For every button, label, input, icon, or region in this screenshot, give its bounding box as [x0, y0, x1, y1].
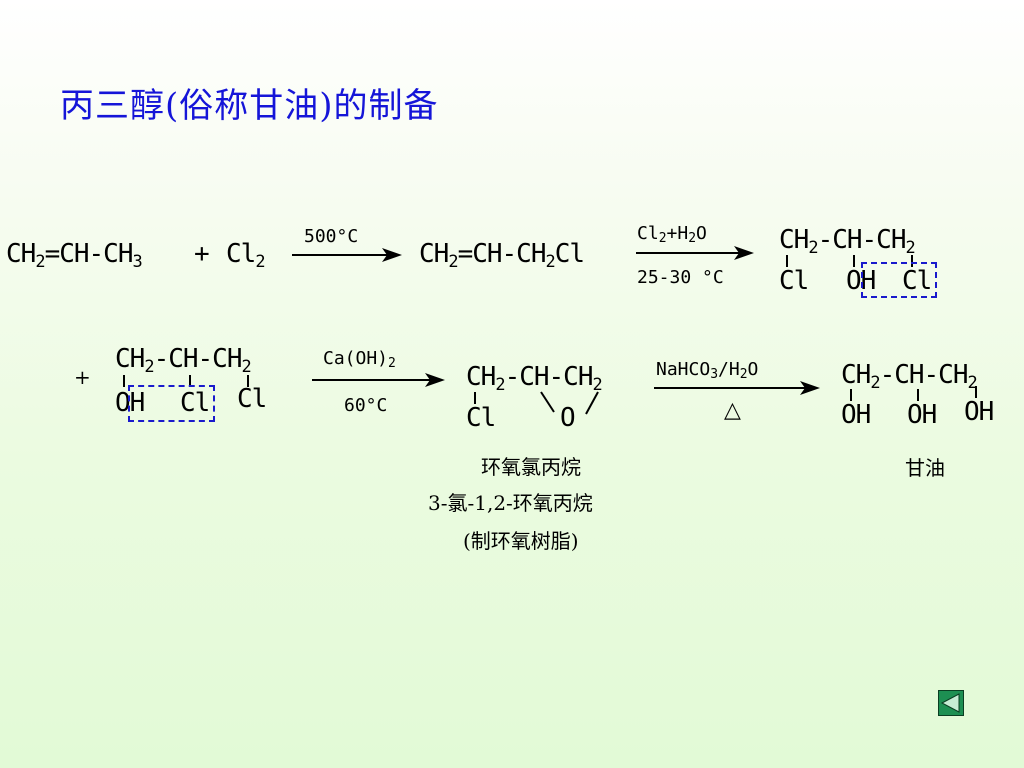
reaction-arrow-3	[312, 373, 445, 387]
bond-line	[247, 375, 249, 387]
group-o: O	[560, 403, 576, 433]
highlight-box	[128, 385, 215, 422]
group-oh: OH	[907, 400, 937, 430]
group-cl: Cl	[180, 388, 210, 418]
epichlorohydrin-backbone: CH2-CH-CH2	[466, 362, 603, 395]
epichlorohydrin-use-note: (制环氧树脂)	[463, 529, 579, 553]
bond-line	[123, 375, 125, 387]
bond-line	[189, 375, 191, 387]
group-cl: Cl	[466, 403, 496, 433]
triangle-left-icon	[940, 693, 960, 713]
bond-line	[786, 255, 788, 267]
plus-sign: +	[194, 239, 210, 269]
group-cl: Cl	[902, 266, 932, 296]
step3-reagent: Ca(OH)2	[323, 348, 396, 371]
bond-line	[850, 389, 852, 401]
allyl-chloride-formula: CH2=CH-CH2Cl	[419, 239, 585, 272]
back-button[interactable]	[938, 690, 964, 716]
group-oh: OH	[115, 388, 145, 418]
epichlorohydrin-iupac-name: 3-氯-1,2-环氧丙烷	[428, 491, 593, 515]
group-cl: Cl	[779, 266, 809, 296]
heat-symbol: △	[724, 398, 741, 423]
propene-formula: CH2=CH-CH3	[6, 239, 143, 272]
step2-temperature: 25-30 °C	[637, 267, 724, 288]
group-oh: OH	[841, 400, 871, 430]
step2-reagent: Cl2+H2O	[637, 223, 707, 246]
reaction-arrow-1	[292, 248, 402, 262]
glycerol-backbone: CH2-CH-CH2	[841, 360, 978, 393]
glycerol-name: 甘油	[905, 456, 945, 480]
bond-line	[474, 392, 476, 404]
reaction-arrow-2	[636, 246, 754, 260]
step3-temperature: 60°C	[344, 395, 388, 416]
step1-condition: 500°C	[304, 226, 359, 247]
epichlorohydrin-name: 环氧氯丙烷	[481, 455, 581, 479]
plus-sign: +	[74, 365, 91, 389]
bond-line	[853, 255, 855, 267]
dichlorohydrin-backbone: CH2-CH-CH2	[779, 225, 916, 258]
bond-line	[911, 255, 913, 267]
group-cl: Cl	[237, 384, 267, 414]
slide-title: 丙三醇(俗称甘油)的制备	[60, 86, 439, 126]
reaction-arrow-4	[654, 381, 820, 395]
isomer-backbone: CH2-CH-CH2	[115, 344, 252, 377]
bond-line	[975, 386, 977, 398]
epoxide-ring-bonds	[540, 391, 599, 415]
group-oh: OH	[964, 397, 994, 427]
bond-line	[917, 389, 919, 401]
chlorine-formula: Cl2	[226, 239, 266, 272]
step4-reagent: NaHCO3/H2O	[656, 359, 759, 382]
highlight-box	[861, 262, 937, 298]
